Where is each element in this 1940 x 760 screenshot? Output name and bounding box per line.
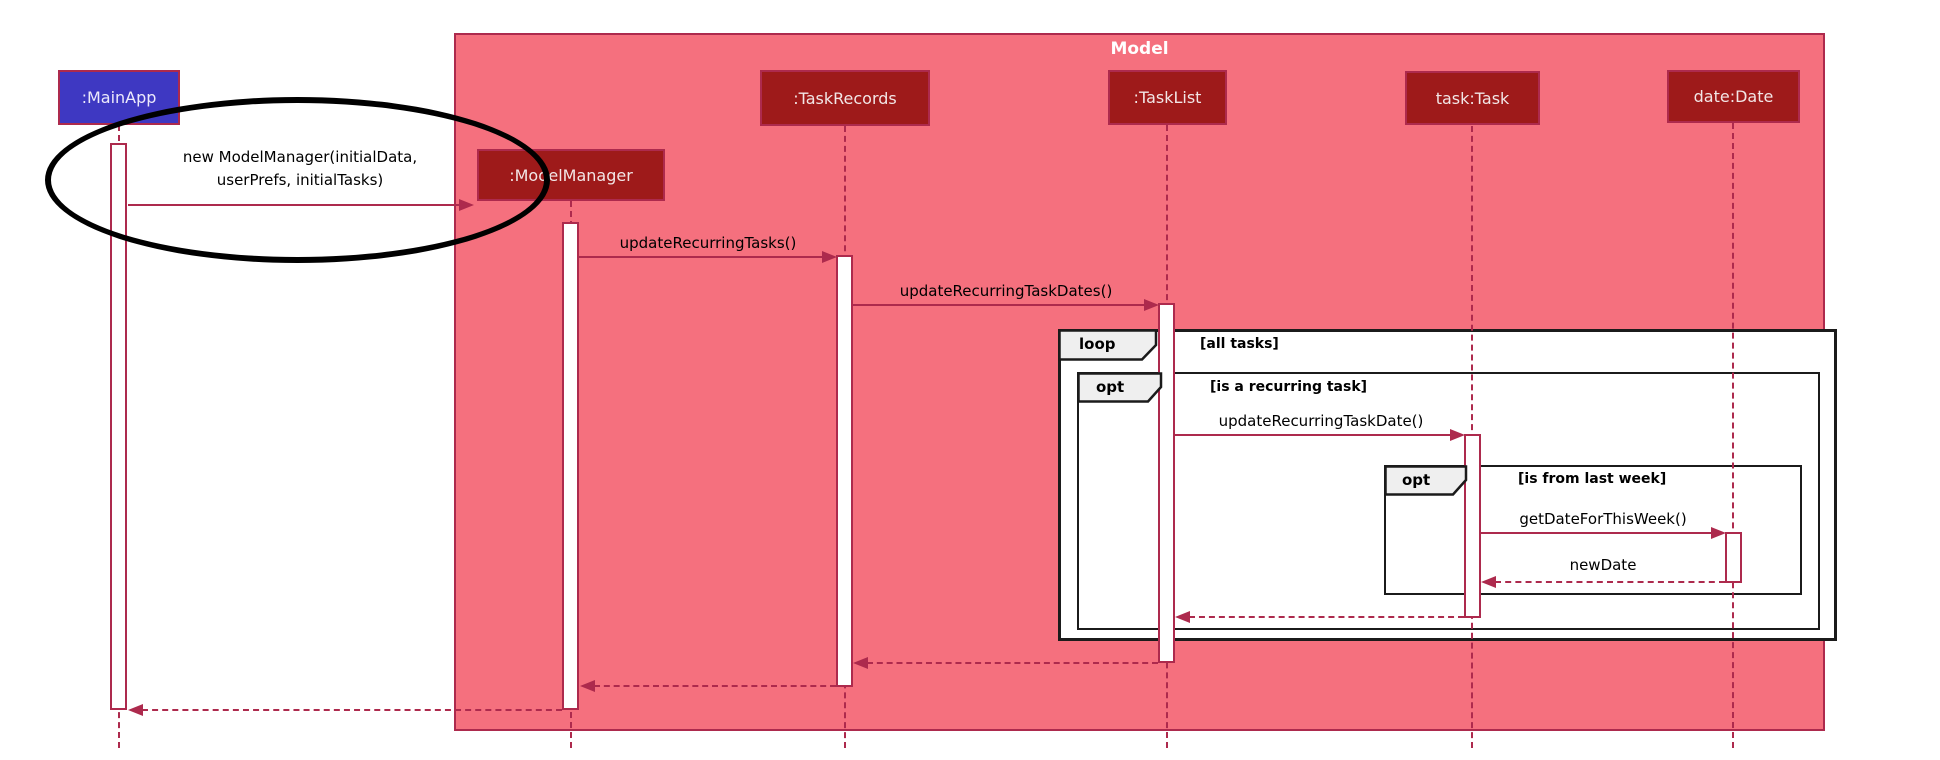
message-updateRecurringTasks-arrowhead <box>822 251 837 263</box>
participant-tasklist: :TaskList <box>1108 70 1227 125</box>
return-tasklist-to-taskrecords-arrowhead <box>853 657 868 669</box>
opt-lastweek-guard: [is from last week] <box>1518 471 1667 487</box>
return-newDate-line <box>1495 581 1725 583</box>
return-task-to-tasklist-line <box>1189 616 1464 618</box>
return-modelmanager-to-mainapp-arrowhead <box>128 704 143 716</box>
return-taskrecords-to-modelmanager-arrowhead <box>580 680 595 692</box>
activation-tasklist <box>1158 303 1175 663</box>
activation-taskrecords <box>836 255 853 687</box>
message-getDateForThisWeek-label: getDateForThisWeek() <box>1519 510 1687 528</box>
return-tasklist-to-taskrecords-line <box>867 662 1158 664</box>
message-updateRecurringTaskDate-arrowhead <box>1450 429 1465 441</box>
opt-recurring-operator: opt <box>1096 378 1125 396</box>
activation-task <box>1464 434 1481 618</box>
message-updateRecurringTasks-label: updateRecurringTasks() <box>619 234 797 252</box>
message-updateRecurringTaskDates-arrowhead <box>1144 299 1159 311</box>
opt-lastweek-pentagon <box>1384 465 1468 496</box>
opt-recurring-pentagon <box>1077 372 1163 403</box>
annotation-ellipse <box>45 97 550 263</box>
message-getDateForThisWeek-line <box>1481 532 1712 534</box>
opt-recurring-guard: [is a recurring task] <box>1210 379 1368 395</box>
message-updateRecurringTaskDates-line <box>853 304 1145 306</box>
return-newDate-label: newDate <box>1569 556 1637 574</box>
loop-pentagon <box>1058 329 1158 361</box>
return-newDate-arrowhead <box>1481 576 1496 588</box>
loop-operator: loop <box>1079 335 1116 353</box>
participant-taskrecords: :TaskRecords <box>760 70 930 126</box>
message-updateRecurringTaskDates-label: updateRecurringTaskDates() <box>899 282 1113 300</box>
activation-modelmanager <box>562 222 579 710</box>
opt-lastweek-operator: opt <box>1402 471 1431 489</box>
loop-guard: [all tasks] <box>1200 336 1279 352</box>
participant-task: task:Task <box>1405 71 1540 125</box>
message-updateRecurringTaskDate-line <box>1175 434 1451 436</box>
participant-date: date:Date <box>1667 70 1800 123</box>
lifeline-date <box>1732 123 1734 748</box>
message-updateRecurringTasks-line <box>579 256 823 258</box>
message-updateRecurringTaskDate-label: updateRecurringTaskDate() <box>1218 412 1424 430</box>
return-taskrecords-to-modelmanager-line <box>594 685 836 687</box>
activation-date <box>1725 532 1742 583</box>
message-getDateForThisWeek-arrowhead <box>1711 527 1726 539</box>
return-modelmanager-to-mainapp-line <box>142 709 562 711</box>
frame-title: Model <box>1110 39 1169 59</box>
return-task-to-tasklist-arrowhead <box>1175 611 1190 623</box>
